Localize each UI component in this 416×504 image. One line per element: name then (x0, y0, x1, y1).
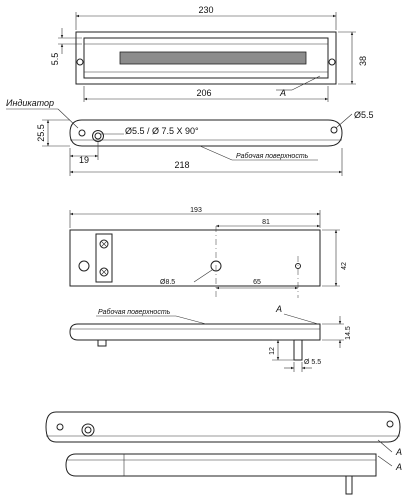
label-working-surface-side: Рабочая поверхность (236, 152, 309, 160)
dim-body-height: 42 (341, 262, 348, 270)
screw-top (99, 239, 109, 249)
dim-step: 5.5 (50, 53, 60, 66)
countersink-outer (92, 130, 104, 142)
hole-indicator (78, 129, 86, 137)
label-a-view4: A (275, 304, 282, 314)
assembly-hole-left (56, 423, 64, 431)
mount-hole-right (328, 58, 336, 66)
side-plate-outline (69, 119, 343, 147)
side-pin (293, 339, 303, 361)
hole-right (330, 126, 338, 134)
view-top-plate: 230 38 5.5 206 A (50, 5, 368, 102)
dim-81: 81 (262, 219, 270, 226)
hole-note: Ø5.5 / Ø 7.5 X 90° (125, 126, 199, 136)
assembly-body-outline (65, 453, 377, 477)
dim-side-height: 25.5 (36, 124, 46, 142)
label-indicator: Индикатор (6, 98, 54, 108)
side-pin-small (97, 339, 107, 347)
dim-pin-length: 12 (269, 347, 276, 355)
dim-side-length: 218 (174, 160, 189, 170)
label-a-view1: A (279, 88, 286, 98)
dim-hole-right: Ø5.5 (354, 110, 374, 120)
countersink-inner (94, 132, 102, 140)
dim-side-body-height: 14.5 (345, 326, 352, 340)
label-working-surface-body: Рабочая поверхность (98, 308, 171, 316)
label-a-assembly-lower: A (395, 462, 402, 472)
dim-65: 65 (253, 279, 261, 286)
view-assembly: A A (45, 411, 402, 495)
dim-inner-length: 206 (196, 88, 211, 98)
assembly-pin (345, 475, 353, 495)
dim-total-length: 230 (198, 5, 213, 15)
mount-hole-left (76, 58, 84, 66)
assembly-countersink-outer (81, 423, 95, 437)
assembly-countersink-inner (84, 426, 92, 434)
assembly-hole-right (386, 420, 394, 428)
plate-slot (119, 51, 307, 65)
assembly-plate-outline (45, 411, 401, 443)
view-side-plate: Индикатор 25.5 Ø5.5 / Ø 7.5 X 90° Ø5.5 1… (6, 98, 374, 176)
view-lock-body-side: Рабочая поверхность A 14.5 12 Ø 5.5 (69, 304, 352, 372)
view-lock-body-top: 193 81 42 Ø8.5 65 (69, 207, 348, 298)
body-mount-block (95, 233, 113, 283)
dim-body-length: 193 (190, 207, 202, 214)
label-a-assembly-upper: A (395, 447, 402, 457)
dim-hole-offset: 19 (79, 155, 89, 165)
side-body-outline (69, 323, 321, 341)
dim-pin-dia: Ø 5.5 (304, 359, 321, 366)
bore-pin (295, 263, 301, 269)
dim-bore: Ø8.5 (160, 279, 175, 286)
screw-bottom (99, 267, 109, 277)
body-hole-left (78, 260, 90, 272)
dim-plate-height: 38 (358, 56, 368, 66)
